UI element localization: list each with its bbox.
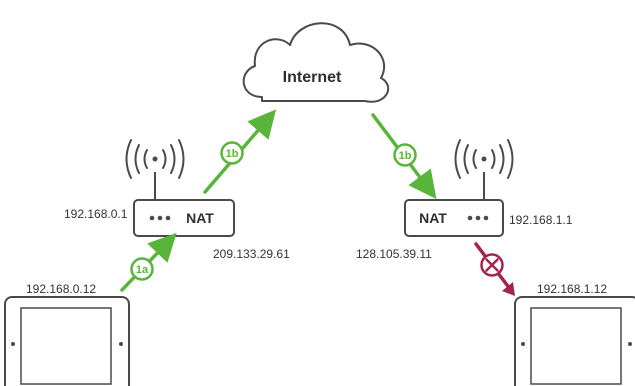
router-dot xyxy=(149,215,155,221)
router-dot xyxy=(475,215,481,221)
router-icon xyxy=(133,199,235,237)
cloud-icon xyxy=(242,22,390,103)
badge-1a-label: 1a xyxy=(136,264,149,276)
right-device-ip: 192.168.1.12 xyxy=(537,282,607,296)
tablet-screen xyxy=(530,307,622,385)
tablet-home-button xyxy=(628,342,632,346)
left-nat-label: NAT xyxy=(186,210,214,226)
badge-1b-outgoing-label: 1b xyxy=(226,148,239,160)
right-nat-label: NAT xyxy=(419,210,447,226)
left-tablet xyxy=(4,296,130,386)
badge-1b-incoming-label: 1b xyxy=(399,150,412,162)
router-dot xyxy=(467,215,473,221)
tablet-home-button xyxy=(11,342,15,346)
cloud-label: Internet xyxy=(283,69,342,86)
right-nat-router: NAT xyxy=(404,199,504,237)
left-router-public-ip: 209.133.29.61 xyxy=(213,247,290,261)
left-device-ip: 192.168.0.12 xyxy=(26,282,96,296)
badge-1a: 1a xyxy=(130,257,154,281)
blocked-x-icon xyxy=(480,253,504,277)
left-nat-router: NAT xyxy=(133,199,235,237)
right-tablet xyxy=(514,296,635,386)
right-router-public-ip: 128.105.39.11 xyxy=(356,247,432,261)
right-wifi-icon xyxy=(454,139,514,179)
internet-cloud: Internet xyxy=(242,22,390,103)
tablet-screen xyxy=(20,307,112,385)
router-dot xyxy=(165,215,171,221)
badge-1b-outgoing: 1b xyxy=(220,141,244,165)
left-wifi-icon xyxy=(125,139,185,179)
right-router-internal-ip: 192.168.1.1 xyxy=(509,213,573,227)
router-dot xyxy=(483,215,489,221)
tablet-camera xyxy=(119,342,123,346)
badge-1b-incoming: 1b xyxy=(393,143,417,167)
router-dot xyxy=(157,215,163,221)
router-icon xyxy=(404,199,504,237)
tablet-camera xyxy=(521,342,525,346)
left-router-internal-ip: 192.168.0.1 xyxy=(64,207,128,221)
